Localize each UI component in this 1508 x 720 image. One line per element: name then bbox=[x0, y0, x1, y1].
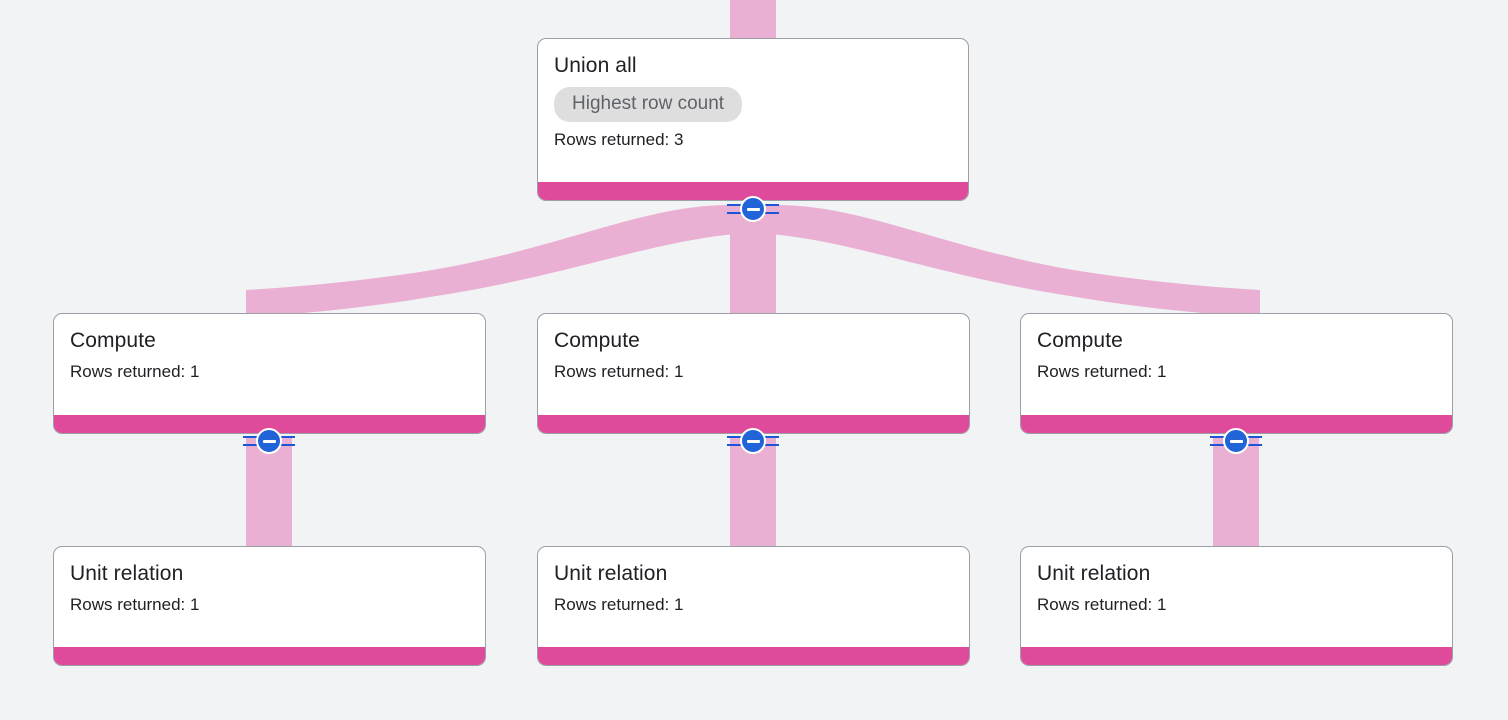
node-unit-relation-center[interactable]: Unit relation Rows returned: 1 bbox=[537, 546, 970, 666]
node-rows-returned: Rows returned: 1 bbox=[1037, 362, 1167, 381]
node-rows-returned: Rows returned: 1 bbox=[70, 595, 200, 614]
node-title: Unit relation bbox=[70, 562, 184, 585]
node-compute-left-body: Compute Rows returned: 1 bbox=[54, 314, 485, 383]
node-accent-bar bbox=[538, 647, 969, 665]
collapse-button-union-all[interactable] bbox=[727, 195, 779, 223]
node-compute-right[interactable]: Compute Rows returned: 1 bbox=[1020, 313, 1453, 434]
node-accent-bar bbox=[54, 647, 485, 665]
node-rows-returned: Rows returned: 1 bbox=[70, 362, 200, 381]
edge-incoming-union-all bbox=[730, 0, 776, 40]
node-compute-right-body: Compute Rows returned: 1 bbox=[1021, 314, 1452, 383]
edge-union-to-compute-left bbox=[246, 205, 776, 317]
collapse-button-compute-left[interactable] bbox=[243, 427, 295, 455]
minus-glyph bbox=[262, 439, 276, 443]
node-rows-returned: Rows returned: 3 bbox=[554, 130, 684, 149]
minus-circle-icon[interactable] bbox=[740, 196, 766, 222]
edge-union-to-compute-right bbox=[730, 205, 1260, 317]
node-accent-bar bbox=[538, 415, 969, 433]
minus-glyph bbox=[746, 439, 760, 443]
node-title: Union all bbox=[554, 54, 637, 77]
node-unit-relation-right[interactable]: Unit relation Rows returned: 1 bbox=[1020, 546, 1453, 666]
minus-glyph bbox=[1229, 439, 1243, 443]
node-title: Unit relation bbox=[1037, 562, 1151, 585]
collapse-button-compute-center[interactable] bbox=[727, 427, 779, 455]
minus-circle-icon[interactable] bbox=[256, 428, 282, 454]
node-union-all[interactable]: Union all Highest row count Rows returne… bbox=[537, 38, 969, 201]
node-union-all-body: Union all Highest row count Rows returne… bbox=[538, 39, 968, 151]
node-unit-relation-left[interactable]: Unit relation Rows returned: 1 bbox=[53, 546, 486, 666]
minus-circle-icon[interactable] bbox=[1223, 428, 1249, 454]
node-accent-bar bbox=[54, 415, 485, 433]
minus-circle-icon[interactable] bbox=[740, 428, 766, 454]
node-rows-returned: Rows returned: 1 bbox=[554, 362, 684, 381]
node-title: Compute bbox=[1037, 329, 1123, 352]
minus-glyph bbox=[746, 207, 760, 211]
node-accent-bar bbox=[538, 182, 968, 200]
node-rows-returned: Rows returned: 1 bbox=[554, 595, 684, 614]
node-unit-relation-left-body: Unit relation Rows returned: 1 bbox=[54, 547, 485, 616]
node-accent-bar bbox=[1021, 415, 1452, 433]
node-title: Compute bbox=[70, 329, 156, 352]
node-unit-relation-center-body: Unit relation Rows returned: 1 bbox=[538, 547, 969, 616]
collapse-button-compute-right[interactable] bbox=[1210, 427, 1262, 455]
node-title: Unit relation bbox=[554, 562, 668, 585]
node-compute-left[interactable]: Compute Rows returned: 1 bbox=[53, 313, 486, 434]
node-compute-center[interactable]: Compute Rows returned: 1 bbox=[537, 313, 970, 434]
node-badge-highest-row-count: Highest row count bbox=[554, 87, 743, 122]
node-rows-returned: Rows returned: 1 bbox=[1037, 595, 1167, 614]
node-compute-center-body: Compute Rows returned: 1 bbox=[538, 314, 969, 383]
node-title: Compute bbox=[554, 329, 640, 352]
node-unit-relation-right-body: Unit relation Rows returned: 1 bbox=[1021, 547, 1452, 616]
node-accent-bar bbox=[1021, 647, 1452, 665]
